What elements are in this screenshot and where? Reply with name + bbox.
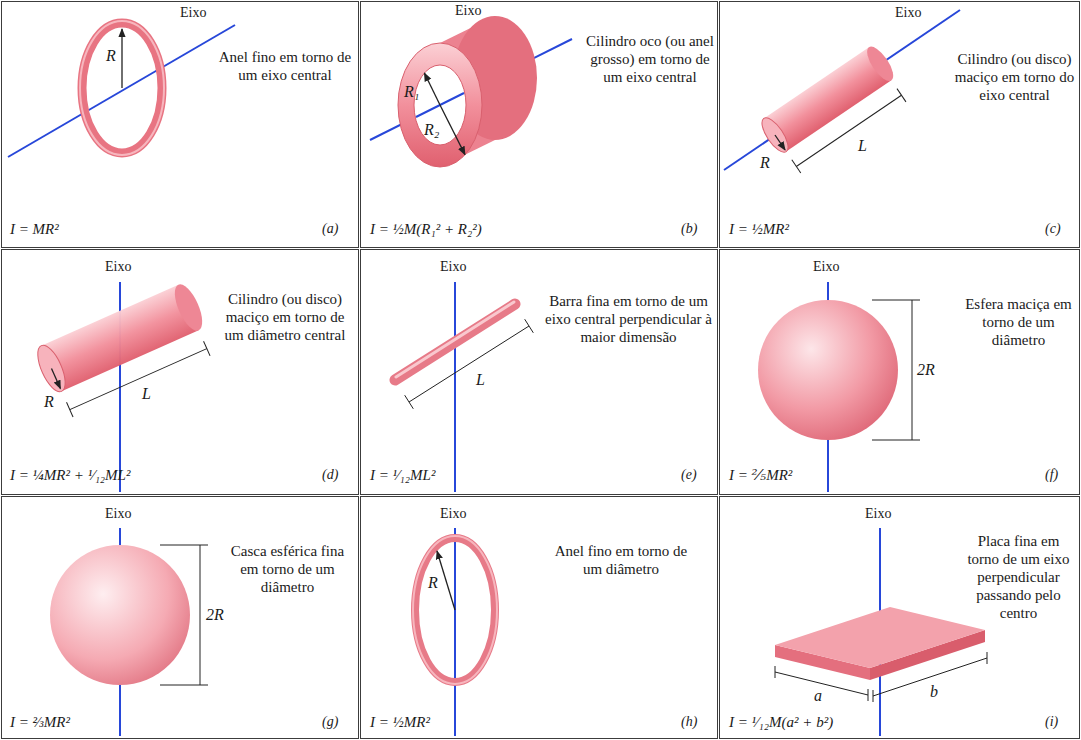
figure-panel: EixoAnel fino em torno de um diâmetro I =… bbox=[360, 496, 718, 739]
description-text: Esfera maciça em torno de um diâmetro bbox=[960, 295, 1077, 349]
description-text: Cilindro (ou disco) maciço em torno de u… bbox=[220, 290, 350, 344]
figure-letter: (h) bbox=[681, 713, 697, 731]
axis-label: Eixo bbox=[865, 505, 891, 523]
formula-text: I = ½M(R₁² + R₂²) bbox=[370, 220, 482, 238]
ring-figure bbox=[8, 21, 235, 157]
figure-panel: EixoAnel fino em torno de um eixo centra… bbox=[1, 1, 359, 248]
dimension-label: R₁ bbox=[404, 84, 419, 100]
figure-letter: (b) bbox=[681, 220, 697, 238]
dimension-label: L bbox=[142, 386, 151, 402]
dimension-label: L bbox=[858, 138, 867, 154]
solid-cylinder-figure bbox=[32, 281, 219, 492]
figure-panel: EixoBarra fina em torno de um eixo centr… bbox=[360, 249, 718, 495]
figure-letter: (a) bbox=[322, 220, 338, 238]
figure-panel: EixoPlaca fina em torno de um eixo perpe… bbox=[719, 496, 1080, 739]
dimension-label: L bbox=[476, 372, 485, 388]
dimension-label: R bbox=[106, 48, 116, 64]
dimension-label: 2R bbox=[206, 607, 224, 623]
spherical-shell-figure bbox=[50, 528, 208, 736]
solid-cylinder-figure bbox=[724, 10, 960, 178]
figure-panel: EixoCilindro oco (ou anel grosso) em tor… bbox=[360, 1, 718, 248]
dimension-label: 2R bbox=[917, 362, 935, 378]
dimension-label: a bbox=[814, 688, 822, 704]
dimension-label: R bbox=[428, 575, 438, 591]
hollow-cylinder-figure bbox=[370, 16, 572, 167]
figure-panel: EixoEsfera maciça em torno de um diâmetr… bbox=[719, 249, 1080, 495]
formula-text: I = ½MR² bbox=[370, 713, 430, 731]
description-text: Anel fino em torno de um eixo central bbox=[215, 48, 355, 84]
ring-figure bbox=[413, 528, 497, 736]
axis-label: Eixo bbox=[105, 258, 131, 276]
formula-text: I = ¼MR² + ¹⁄₁₂ML² bbox=[10, 466, 130, 484]
figure-panel: EixoCilindro (ou disco) maciço em torno … bbox=[719, 1, 1080, 248]
formula-text: I = ¹⁄₁₂ML² bbox=[370, 466, 435, 484]
axis-label: Eixo bbox=[813, 258, 839, 276]
figure-letter: (e) bbox=[681, 466, 697, 484]
description-text: Cilindro (ou disco) maciço em torno do e… bbox=[952, 50, 1077, 104]
dimension-label: b bbox=[930, 684, 938, 700]
figure-letter: (f) bbox=[1045, 466, 1058, 484]
dimension-label: R bbox=[44, 394, 54, 410]
thin-rod-figure bbox=[395, 282, 533, 492]
axis-label: Eixo bbox=[895, 4, 921, 22]
solid-sphere-figure bbox=[758, 282, 920, 492]
axis-label: Eixo bbox=[180, 4, 206, 22]
description-text: Casca esférica fina em torno de um diâme… bbox=[220, 542, 355, 596]
formula-text: I = ⅔MR² bbox=[10, 713, 70, 731]
dimension-label: R bbox=[760, 155, 770, 171]
thin-plate-figure bbox=[775, 528, 987, 736]
figure-letter: (i) bbox=[1045, 713, 1058, 731]
description-text: Anel fino em torno de um diâmetro bbox=[551, 542, 691, 578]
description-text: Barra fina em torno de um eixo central p… bbox=[541, 292, 716, 346]
dimension-label: R₂ bbox=[424, 122, 439, 138]
description-text: Cilindro oco (ou anel grosso) em torno d… bbox=[585, 32, 715, 86]
figure-panel: EixoCasca esférica fina em torno de um d… bbox=[1, 496, 359, 739]
formula-text: I = ⅖MR² bbox=[729, 466, 792, 484]
axis-label: Eixo bbox=[440, 258, 466, 276]
figure-letter: (c) bbox=[1045, 220, 1061, 238]
formula-text: I = MR² bbox=[10, 220, 59, 238]
figure-letter: (g) bbox=[322, 713, 338, 731]
description-text: Placa fina em torno de um eixo perpendic… bbox=[960, 532, 1077, 622]
axis-label: Eixo bbox=[105, 505, 131, 523]
formula-text: I = ¹⁄₁₂M(a² + b²) bbox=[729, 713, 833, 731]
figure-panel: EixoCilindro (ou disco) maciço em torno … bbox=[1, 249, 359, 495]
axis-label: Eixo bbox=[440, 505, 466, 523]
axis-label: Eixo bbox=[455, 2, 481, 20]
figure-letter: (d) bbox=[322, 466, 338, 484]
formula-text: I = ½MR² bbox=[729, 220, 789, 238]
